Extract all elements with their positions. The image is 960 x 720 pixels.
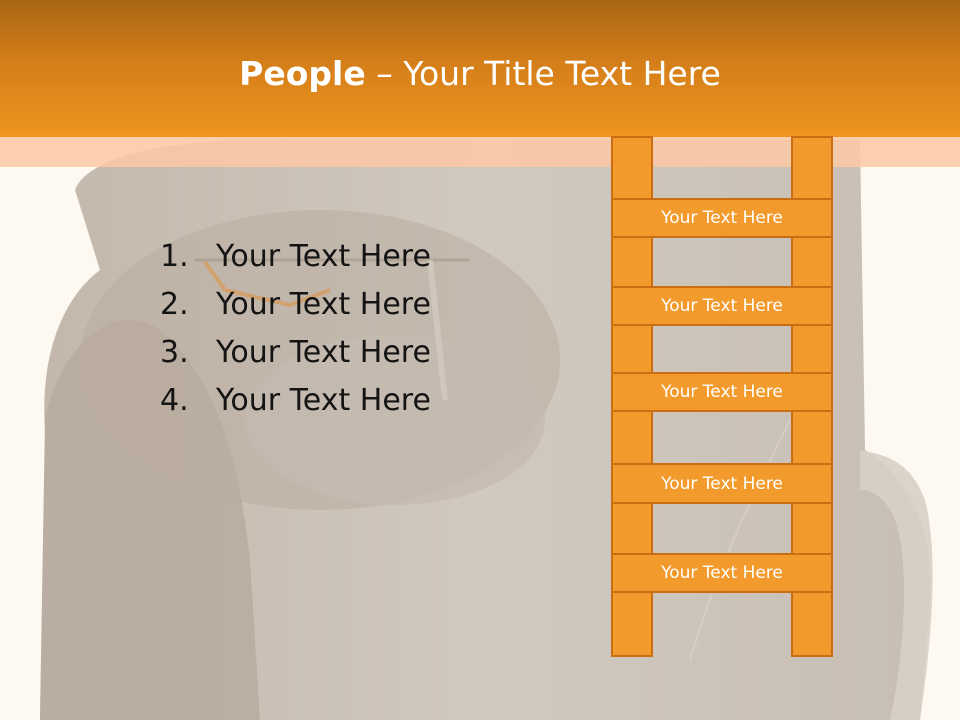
title-bold-part: People <box>239 54 366 93</box>
numbered-list: 1. Your Text Here 2. Your Text Here 3. Y… <box>160 233 431 425</box>
ladder-rung-4: Your Text Here <box>611 463 833 504</box>
ladder-rung-5: Your Text Here <box>611 553 833 593</box>
list-text: Your Text Here <box>216 383 431 418</box>
list-item: 3. Your Text Here <box>160 329 431 377</box>
list-text: Your Text Here <box>216 239 431 274</box>
list-text: Your Text Here <box>216 335 431 370</box>
list-item: 4. Your Text Here <box>160 377 431 425</box>
list-text: Your Text Here <box>216 287 431 322</box>
ladder-rung-3: Your Text Here <box>611 372 833 412</box>
list-number: 1. <box>160 239 189 274</box>
list-item: 1. Your Text Here <box>160 233 431 281</box>
ladder-rung-2: Your Text Here <box>611 286 833 326</box>
title-rest-part: – Your Title Text Here <box>365 54 721 93</box>
ladder-rung-1: Your Text Here <box>611 198 833 238</box>
list-number: 4. <box>160 383 189 418</box>
list-number: 3. <box>160 335 189 370</box>
list-item: 2. Your Text Here <box>160 281 431 329</box>
title-bar: People – Your Title Text Here <box>0 0 960 137</box>
list-number: 2. <box>160 287 189 322</box>
slide-title: People – Your Title Text Here <box>0 54 960 94</box>
